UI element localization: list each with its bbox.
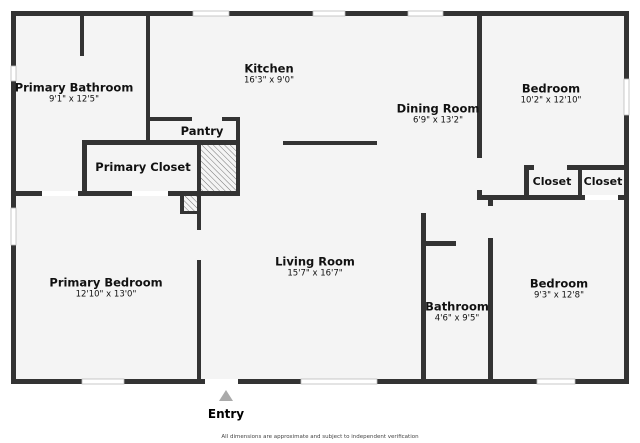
room-dims: 6'9" x 13'2"	[413, 115, 463, 126]
room-name: Pantry	[180, 124, 224, 138]
room-dims: 10'2" x 12'10"	[520, 95, 582, 106]
entry-label: Entry	[207, 407, 245, 421]
room-name: Bathroom	[425, 299, 489, 314]
room-dims: 16'3" x 9'0"	[244, 75, 294, 86]
doors-openings	[42, 191, 618, 384]
room-name: Primary Bedroom	[49, 275, 163, 290]
room-dims: 9'3" x 12'8"	[534, 290, 584, 301]
room-dims: 12'10" x 13'0"	[75, 289, 137, 300]
room-name: Living Room	[275, 254, 355, 269]
room-primary-closet: Primary Closet	[95, 160, 190, 174]
room-name: Kitchen	[244, 61, 294, 76]
room-closet-1: Closet	[533, 175, 572, 189]
windows	[10, 10, 630, 385]
room-dims: 9'1" x 12'5"	[49, 94, 99, 105]
room-dims: 4'6" x 9'5"	[434, 313, 480, 324]
room-name: Bedroom	[529, 276, 589, 291]
room-name: Primary Bathroom	[14, 80, 134, 95]
room-closet-2: Closet	[584, 175, 623, 189]
room-dims: 15'7" x 16'7"	[287, 268, 343, 279]
room-name: Dining Room	[396, 101, 480, 116]
room-name: Closet	[583, 175, 623, 188]
footnote: All dimensions are approximate and subje…	[221, 434, 419, 440]
room-name: Primary Closet	[95, 160, 191, 174]
entry-arrow-icon	[219, 390, 233, 401]
room-name: Bedroom	[521, 81, 581, 96]
room-name: Closet	[532, 175, 572, 188]
hatched-area	[201, 145, 236, 191]
hatched-area	[184, 196, 197, 211]
room-pantry: Pantry	[181, 124, 224, 138]
